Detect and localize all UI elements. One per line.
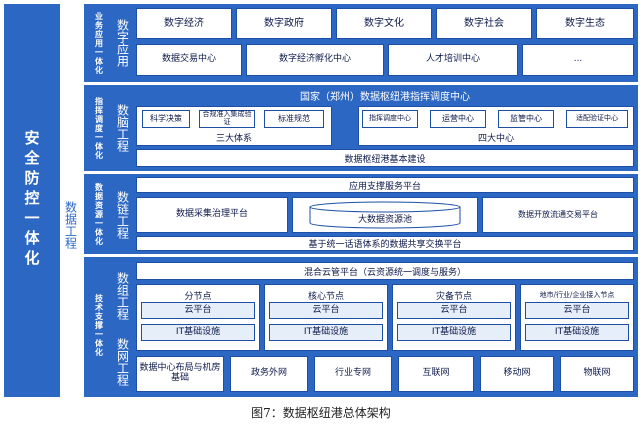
cloud-platform: 云平台 (141, 302, 255, 319)
system-item: 合规准入集成验证 (199, 110, 255, 128)
network-item: 移动网 (480, 356, 554, 392)
hub-base-construction: 数据枢纽港基本建设 (136, 149, 634, 167)
tech-layer-label: 技术支撑一体化 (94, 293, 104, 357)
app-center: 人才培训中心 (388, 44, 518, 76)
hybrid-cloud-platform: 混合云管平台（云资源统一调度与服务） (136, 262, 634, 280)
app-center: ... (522, 44, 634, 76)
app-item: 数字政府 (236, 8, 332, 39)
network-item: 互联网 (398, 356, 474, 392)
network-item: 物联网 (560, 356, 634, 392)
app-item: 数字文化 (336, 8, 432, 39)
cloud-platform: 云平台 (397, 302, 511, 319)
app-support-platform: 应用支撑服务平台 (136, 177, 634, 193)
figure-caption: 图7：数据枢纽港总体架构 (251, 406, 391, 420)
it-infrastructure: IT基础设施 (525, 324, 629, 341)
three-systems-caption: 三大体系 (215, 134, 252, 144)
center-item: 监管中心 (498, 110, 554, 128)
left-panel-title: 安全防控一体化 (22, 130, 41, 270)
network-item: 数据中心布局与机房基础 (136, 356, 224, 392)
app-item: 数字经济 (136, 8, 232, 39)
app-item: 数字生态 (536, 8, 634, 39)
brain-header: 国家（郑州）数据枢纽港指挥调度中心 (300, 92, 470, 103)
tech-section-label-2: 数网工程 (115, 338, 130, 386)
data-engineering-column (60, 4, 82, 397)
cloud-platform: 云平台 (525, 302, 629, 319)
system-item: 科学决策 (142, 110, 190, 128)
it-infrastructure: IT基础设施 (141, 324, 255, 341)
system-item: 标准规范 (264, 110, 324, 128)
data-engineering-label: 数据工程 (63, 201, 78, 249)
center-item: 运营中心 (430, 110, 486, 128)
node-title: 灾备节点 (435, 292, 472, 302)
data-collection-platform: 数据采集治理平台 (136, 197, 288, 233)
network-item: 行业专网 (314, 356, 392, 392)
app-layer-label: 业务应用一体化 (94, 11, 104, 75)
node-title: 分节点 (184, 292, 212, 302)
network-item: 政务外网 (230, 356, 308, 392)
it-infrastructure: IT基础设施 (397, 324, 511, 341)
center-item: 适配验证中心 (566, 110, 628, 128)
chain-layer-label: 数据资源一体化 (94, 182, 104, 246)
node-title: 地市/行业/企业接入节点 (539, 291, 615, 299)
left-panel (4, 4, 60, 397)
cylinder-icon (309, 201, 461, 229)
app-center: 数据交易中心 (136, 44, 242, 76)
center-item: 指挥调度中心 (362, 110, 418, 128)
it-infrastructure: IT基础设施 (269, 324, 383, 341)
data-sharing-platform: 基于统一话语体系的数据共享交换平台 (136, 236, 634, 251)
node-title: 核心节点 (307, 292, 344, 302)
data-trade-platform: 数据开放流通交易平台 (482, 197, 634, 233)
cloud-platform: 云平台 (269, 302, 383, 319)
app-item: 数字社会 (436, 8, 532, 39)
app-center: 数字经济孵化中心 (246, 44, 384, 76)
brain-layer-label: 指挥调度一体化 (94, 96, 104, 160)
big-data-pool-label: 大数据资源池 (357, 215, 412, 225)
tech-section-label-1: 数组工程 (115, 272, 130, 320)
app-section-label: 数字应用 (115, 19, 130, 67)
four-centers-caption: 四大中心 (477, 134, 514, 144)
chain-section-label: 数链工程 (115, 191, 130, 239)
brain-section-label: 数脑工程 (115, 104, 130, 152)
